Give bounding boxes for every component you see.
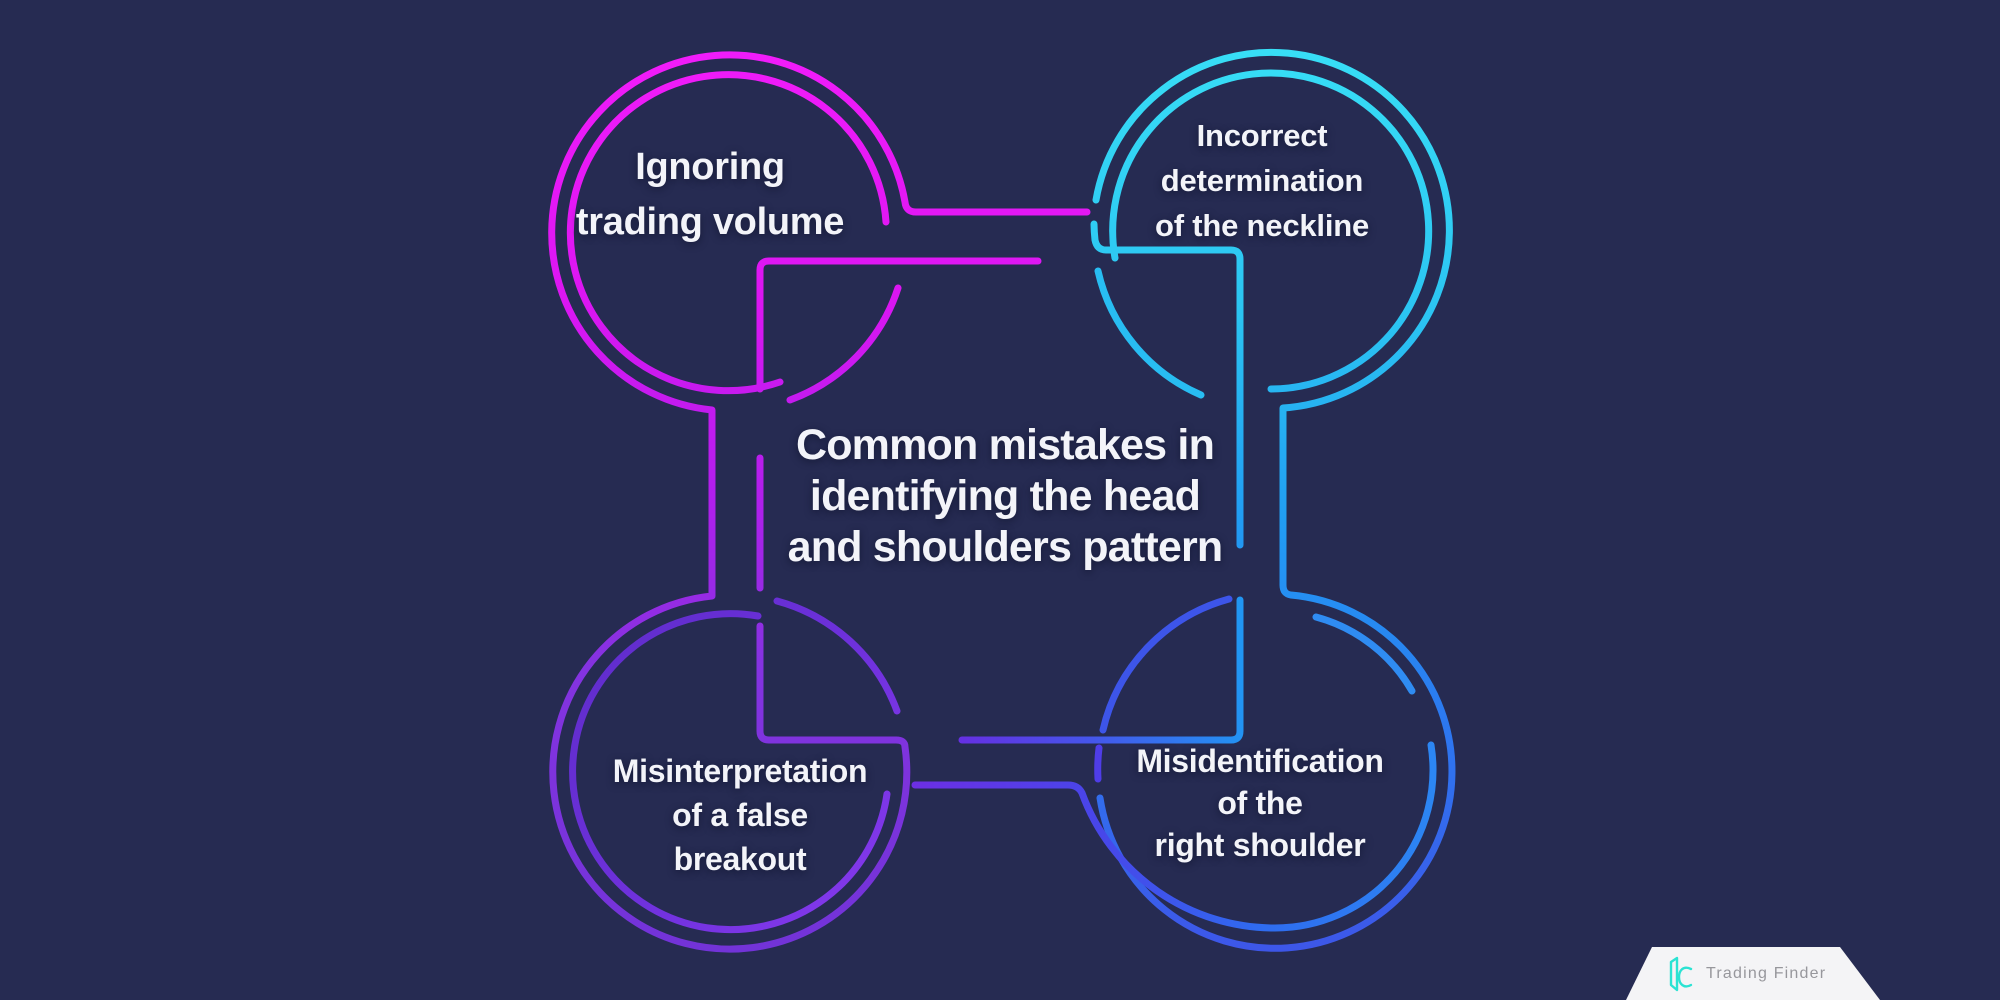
title-line: Common mistakes in: [795, 421, 1215, 469]
page-title: Common mistakes in identifying the head …: [787, 420, 1224, 573]
label-bottom-left-circle: Misinterpretation of a false breakout: [612, 749, 868, 881]
label-top-left-circle: Ignoring trading volume: [576, 140, 844, 250]
blue-corner-line: [958, 596, 1244, 744]
label-line: of a false: [672, 797, 808, 833]
ring-top-right-arc-segment: [1094, 267, 1205, 399]
ring-top-right-inner: [1109, 69, 1433, 393]
ring-top-left-arc-segment: [786, 284, 902, 404]
label-line: determination: [1160, 163, 1364, 198]
ring-bottom-right-inner-segment: [1312, 613, 1416, 695]
ring-bottom-right-left-segment: [1094, 744, 1103, 783]
label-line: Misidentification: [1136, 743, 1384, 779]
label-top-right-circle: Incorrect determination of the neckline: [1155, 113, 1369, 248]
title-line: and shoulders pattern: [787, 523, 1224, 571]
title-line: identifying the head: [809, 472, 1201, 520]
label-line: Ignoring: [635, 146, 785, 188]
ring-bottom-right-arc-segment: [1099, 595, 1233, 734]
brand-name: Trading Finder: [1706, 964, 1827, 982]
ring-top-left-inner: [566, 71, 890, 395]
magenta-corner-line: [756, 257, 1042, 393]
violet-blue-connector-inner-ring: [911, 741, 1437, 932]
label-line: of the: [1217, 785, 1303, 821]
trading-finder-logo-icon: [1669, 956, 1693, 991]
label-line: breakout: [673, 841, 807, 877]
label-line: right shoulder: [1154, 827, 1366, 863]
cyan-maze-path: [1092, 48, 1456, 952]
label-line: trading volume: [575, 201, 845, 243]
ring-bottom-left-inner: [569, 610, 891, 934]
cyan-corner-line: [1090, 220, 1244, 549]
ring-bottom-left-arc-segment: [773, 597, 901, 715]
label-line: Incorrect: [1196, 118, 1328, 153]
magenta-maze-path: [548, 51, 1091, 953]
label-line: Misinterpretation: [612, 753, 868, 789]
label-bottom-right-circle: Misidentification of the right shoulder: [1136, 740, 1384, 866]
brand-badge: Trading Finder: [1626, 947, 1880, 1000]
label-line: of the neckline: [1154, 208, 1370, 243]
